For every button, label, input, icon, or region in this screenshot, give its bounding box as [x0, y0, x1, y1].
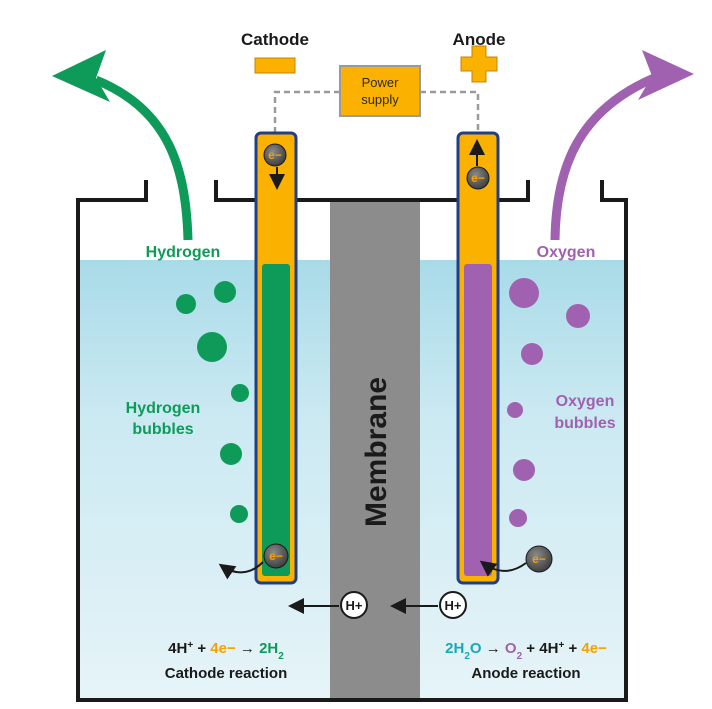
oxygen-bubbles-label-2: bubbles: [554, 415, 615, 432]
hydrogen-bubbles-label-1: Hydrogen: [126, 400, 201, 417]
power-supply-label-2: supply: [361, 92, 399, 107]
cathode-label: Cathode: [241, 30, 309, 49]
electron-anode-bottom: e−: [525, 545, 553, 573]
tank-lid-right: [496, 180, 530, 202]
bubble: [231, 384, 249, 402]
wire: [273, 90, 480, 133]
minus-icon: [254, 57, 296, 74]
oxygen-arrow-head: [638, 50, 694, 100]
proton-right: H+: [439, 591, 467, 619]
cathode-equation: 4H+ + 4e− → 2H2: [168, 640, 284, 662]
bubble: [509, 509, 527, 527]
oxygen-label: Oxygen: [537, 244, 596, 261]
bubble: [197, 332, 227, 362]
membrane-label: Membrane: [360, 377, 393, 527]
membrane: [330, 200, 420, 700]
svg-text:e−: e−: [269, 549, 283, 563]
oxygen-outflow-arrow: [550, 73, 656, 241]
tank-outline: [76, 180, 628, 702]
bubble: [214, 281, 236, 303]
svg-text:e−: e−: [268, 148, 282, 162]
bubble: [521, 343, 543, 365]
oxygen-bubbles: [507, 278, 590, 527]
electron-enter-arrow: [479, 560, 527, 577]
electron-cathode-bottom: e−: [263, 543, 289, 569]
svg-text:H+: H+: [445, 598, 462, 613]
oxygen-bubbles-label-1: Oxygen: [556, 393, 615, 410]
bubble: [507, 402, 523, 418]
cathode-reaction-label: Cathode reaction: [165, 665, 288, 682]
electron-cathode-top: e−: [263, 143, 287, 167]
plus-icon: [460, 45, 498, 83]
electron-anode-top: e−: [466, 166, 490, 190]
hydrogen-outflow-arrow: [94, 75, 193, 241]
hydrogen-bubbles: [176, 281, 249, 523]
bubble: [513, 459, 535, 481]
hydrogen-arrow-head: [52, 50, 110, 102]
power-supply-label-1: Power: [362, 75, 400, 90]
svg-text:e−: e−: [471, 171, 485, 185]
hydrogen-label: Hydrogen: [146, 244, 221, 261]
anode-oxygen-layer: [464, 264, 492, 576]
tank-lid-left: [214, 180, 256, 202]
bubble: [176, 294, 196, 314]
anode-reaction-label: Anode reaction: [471, 665, 580, 682]
svg-text:H+: H+: [346, 598, 363, 613]
bubble: [230, 505, 248, 523]
hydrogen-bubbles-label-2: bubbles: [132, 421, 193, 438]
svg-text:e−: e−: [532, 552, 546, 566]
proton-left: H+: [340, 591, 368, 619]
electron-leave-arrow: [218, 561, 264, 580]
bubble: [566, 304, 590, 328]
power-supply-box: [339, 65, 421, 117]
bubble: [509, 278, 539, 308]
bubble: [220, 443, 242, 465]
anode-label: Anode: [453, 30, 506, 49]
cathode-hydrogen-layer: [262, 264, 290, 576]
anode-equation: 2H2O → O2 + 4H+ + 4e−: [445, 640, 607, 662]
